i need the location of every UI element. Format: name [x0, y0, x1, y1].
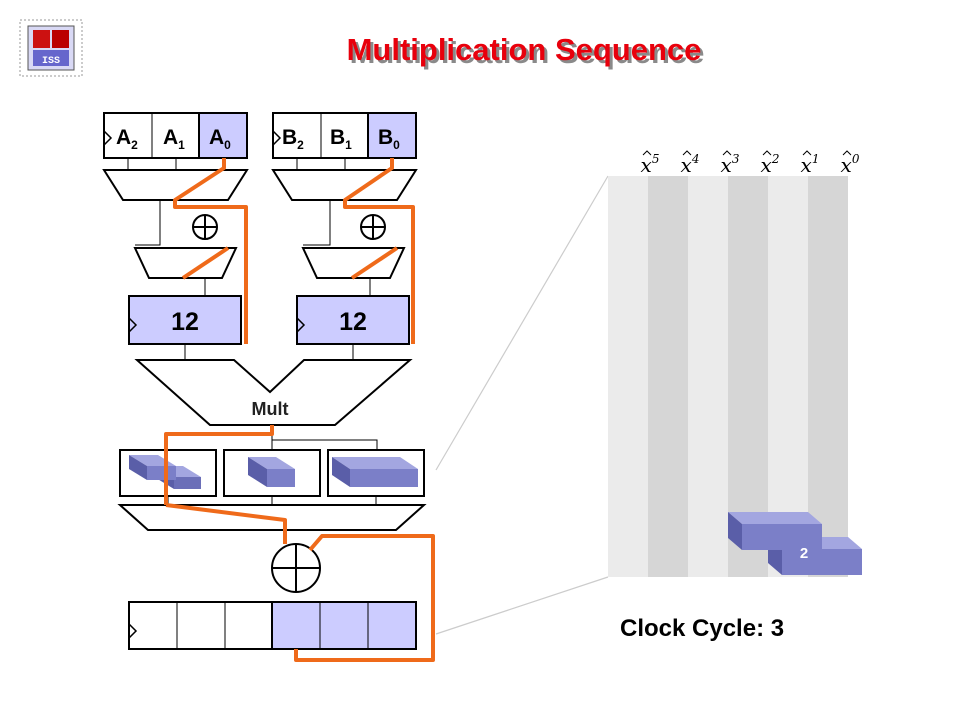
accumulator-b-value: 12: [339, 308, 367, 336]
title-text: Multiplication Sequence: [347, 32, 702, 67]
register-ticks: [127, 158, 393, 170]
clock-input-icon: [128, 623, 138, 639]
adder-xor-icon: [271, 543, 321, 593]
page-title: Multiplication Sequence Multiplication S…: [347, 32, 705, 70]
xor-icon: [360, 214, 386, 240]
logo-text: ISS: [42, 56, 60, 67]
register-b: B2 B1 B0: [272, 112, 417, 159]
multiplier-label: Mult: [252, 399, 289, 419]
column-label-x0: x0: [841, 152, 860, 177]
wire-orange: [294, 534, 435, 662]
multiplier-unit: Mult: [134, 359, 413, 426]
register-a-cell-1: A1: [163, 126, 185, 152]
xor-icon: [192, 214, 218, 240]
accumulator-a: 12: [128, 295, 242, 345]
iss-logo: ISS: [19, 19, 83, 77]
register-b-cell-0: B0: [378, 126, 400, 152]
result-register: [128, 601, 417, 650]
column-x1: [768, 176, 808, 577]
column-x5: [608, 176, 648, 577]
wire-black: [303, 200, 331, 246]
wire-orange: [181, 246, 230, 280]
wire-orange: [165, 503, 287, 544]
register-a-cell-2: A2: [116, 126, 138, 152]
column-x0: [808, 176, 848, 577]
wire-orange: [343, 158, 415, 344]
column-x3: [688, 176, 728, 577]
register-a: A2 A1 A0: [103, 112, 248, 159]
accumulator-b: 12: [296, 295, 410, 345]
result-block-front: [728, 512, 822, 550]
wire-orange: [164, 425, 274, 505]
mux-a2: [133, 247, 238, 279]
mux-a: [102, 169, 249, 201]
polynomial-columns: x5 x4 x3 x2 x1 x0: [608, 150, 860, 577]
clock-input-icon: [272, 130, 282, 146]
mux-b: [271, 169, 418, 201]
clock-input-icon: [128, 317, 138, 333]
wire-orange: [350, 246, 399, 280]
partial-product-block: [332, 457, 418, 487]
column-x2: [728, 176, 768, 577]
column-x4: [648, 176, 688, 577]
column-label-x4: x4: [681, 152, 700, 177]
column-label-x3: x3: [721, 152, 740, 177]
mux-b2: [301, 247, 406, 279]
accumulator-a-value: 12: [171, 308, 199, 336]
title-shadow: Multiplication Sequence: [350, 35, 705, 70]
column-label-x1: x1: [801, 152, 820, 177]
wire-black: [135, 200, 161, 246]
clock-cycle-label: Clock Cycle: 3: [620, 615, 784, 642]
column-label-x5: x5: [641, 152, 660, 177]
column-label-x2: x2: [761, 152, 780, 177]
data-path-wires: [164, 158, 435, 662]
register-b-cell-1: B1: [330, 126, 352, 152]
zoom-line: [435, 175, 609, 471]
result-block-label: 2: [800, 545, 808, 562]
register-a-cell-0: A0: [209, 126, 231, 152]
zoom-line: [435, 576, 609, 635]
wire-orange: [173, 158, 248, 344]
clock-input-icon: [103, 130, 113, 146]
clock-input-icon: [296, 317, 306, 333]
partial-product-block: [248, 457, 295, 487]
register-b-cell-2: B2: [282, 126, 304, 152]
